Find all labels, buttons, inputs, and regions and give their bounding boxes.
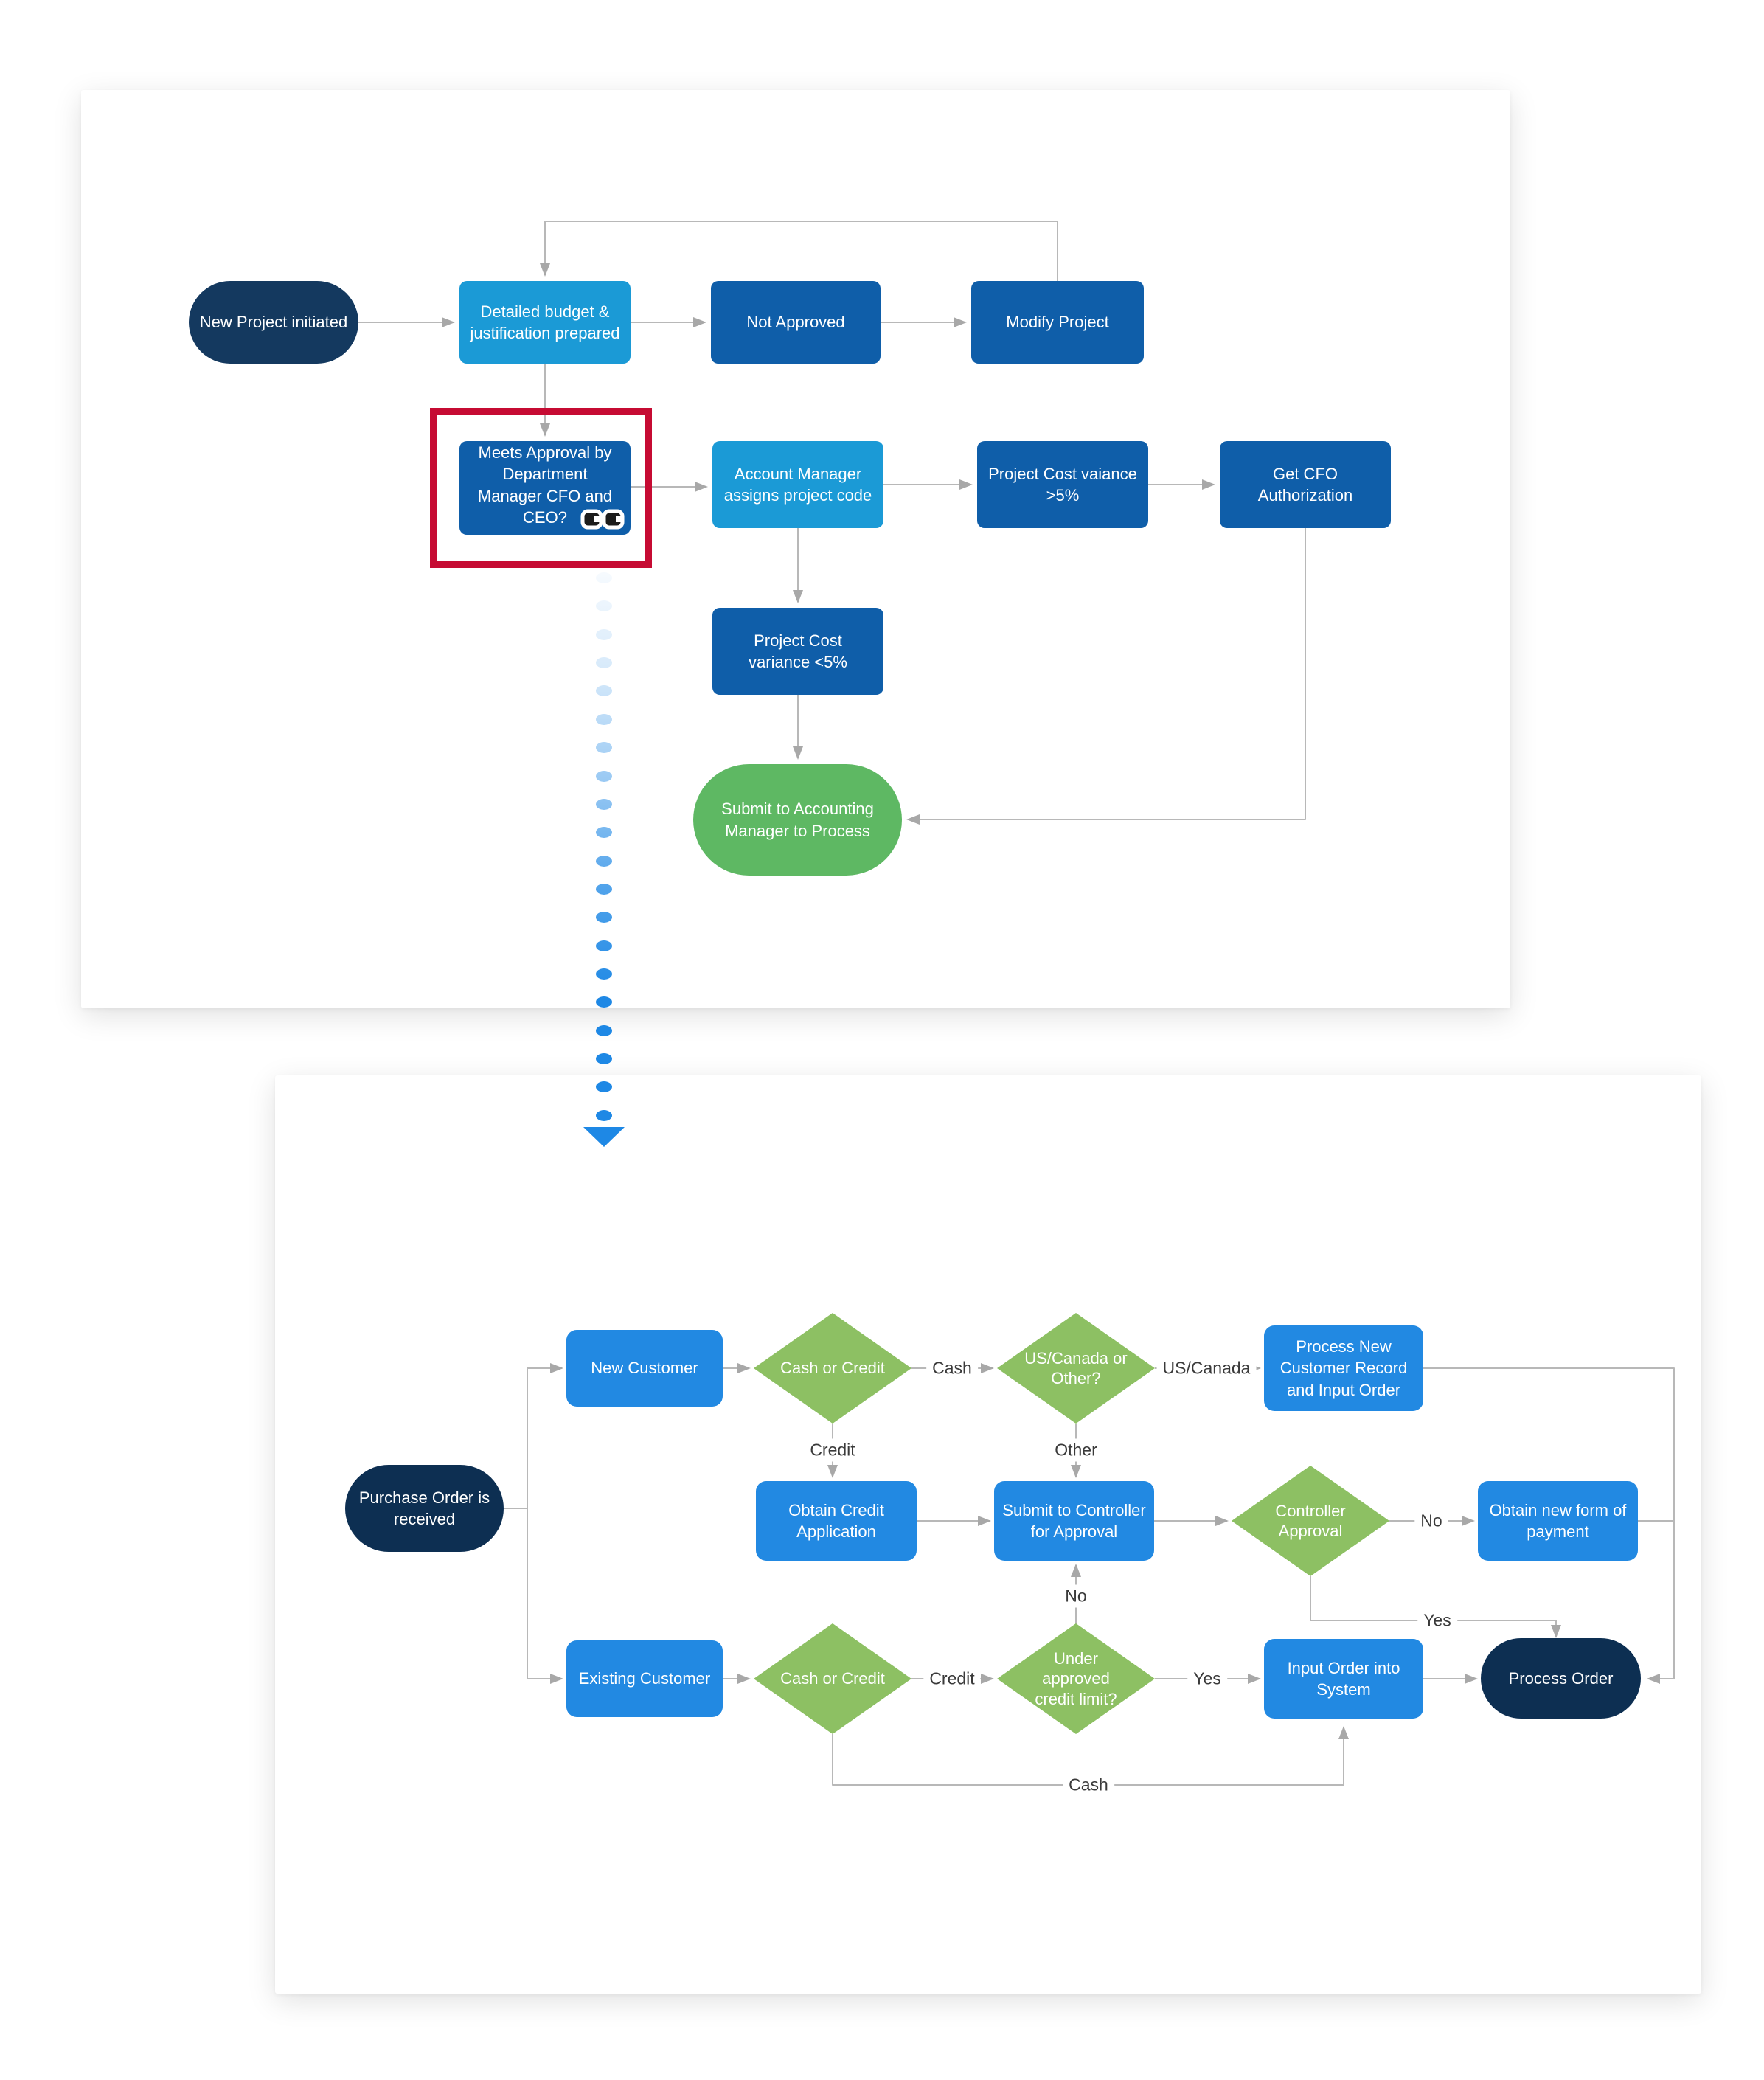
node-label: Input Order into System — [1287, 1658, 1400, 1699]
node-label: New Customer — [591, 1359, 698, 1378]
node-input-order-system: Input Order into System — [1264, 1639, 1423, 1719]
edge-cfo-submit — [906, 528, 1306, 825]
node-label: Under approved credit limit? — [1035, 1649, 1117, 1708]
link-icon — [580, 509, 625, 530]
node-variance-lt5: Project Cost variance <5% — [712, 608, 883, 695]
edge-label-cash-loop: Cash — [1063, 1773, 1114, 1797]
edge-purchase-existing — [527, 1508, 563, 1684]
edge-label-credit-top: Credit — [804, 1438, 861, 1462]
node-new-project-initiated: New Project initiated — [189, 281, 358, 364]
edge-label-no-under: No — [1059, 1584, 1093, 1608]
node-obtain-credit-application: Obtain Credit Application — [756, 1481, 917, 1561]
node-existing-customer: Existing Customer — [566, 1640, 723, 1717]
node-label: Purchase Order is received — [358, 1488, 490, 1528]
node-label: New Project initiated — [199, 313, 348, 332]
order-processing-panel: Purchase Order is received New Customer … — [275, 1075, 1701, 1994]
node-label: Detailed budget & justification prepared — [470, 302, 620, 342]
project-approval-panel: New Project initiated Detailed budget & … — [81, 90, 1510, 1008]
node-label: Not Approved — [746, 313, 845, 332]
node-detailed-budget: Detailed budget & justification prepared — [459, 281, 631, 364]
node-label: Cash or Credit — [780, 1359, 885, 1378]
node-submit-to-controller: Submit to Controller for Approval — [994, 1481, 1154, 1561]
node-modify-project: Modify Project — [971, 281, 1144, 364]
node-new-customer: New Customer — [566, 1330, 723, 1407]
dotted-line-fade — [589, 572, 619, 1121]
node-label: Project Cost variance <5% — [749, 631, 847, 671]
node-label: US/Canada or Other? — [1024, 1348, 1128, 1388]
node-label: Controller Approval — [1275, 1501, 1346, 1541]
highlight-red-border — [430, 408, 652, 568]
node-label: Modify Project — [1006, 313, 1109, 332]
edge-label-yes-under: Yes — [1187, 1667, 1227, 1691]
node-process-new-customer-record: Process New Customer Record and Input Or… — [1264, 1325, 1423, 1411]
node-label: Get CFO Authorization — [1257, 464, 1353, 505]
node-submit-accounting: Submit to Accounting Manager to Process — [693, 764, 902, 876]
node-label: Submit to Controller for Approval — [1002, 1500, 1146, 1541]
node-purchase-order-received: Purchase Order is received — [345, 1465, 504, 1552]
node-label: Project Cost vaiance >5% — [988, 464, 1137, 505]
node-label: Cash or Credit — [780, 1669, 885, 1688]
edge-label-yes-controller: Yes — [1417, 1609, 1457, 1632]
edge-processnew-processorder — [1423, 1367, 1675, 1684]
drilldown-arrowhead-icon — [583, 1127, 625, 1147]
edge-purchase-newcustomer — [504, 1363, 563, 1509]
node-label: Obtain new form of payment — [1489, 1500, 1627, 1541]
node-not-approved: Not Approved — [711, 281, 881, 364]
node-label: Meets Approval by Department Manager CFO… — [477, 443, 613, 527]
edge-modify-loop-budget — [540, 221, 1058, 281]
edge-label-us-canada: US/Canada — [1156, 1356, 1257, 1380]
edge-label-no-controller: No — [1414, 1509, 1448, 1533]
node-label: Existing Customer — [578, 1669, 711, 1688]
node-label: Process Order — [1508, 1668, 1614, 1688]
edge-label-cash-top: Cash — [926, 1356, 978, 1380]
node-variance-gt5: Project Cost vaiance >5% — [977, 441, 1148, 528]
node-process-order: Process Order — [1481, 1638, 1641, 1719]
node-label: Obtain Credit Application — [788, 1500, 884, 1541]
node-label: Submit to Accounting Manager to Process — [721, 800, 874, 840]
edge-label-other: Other — [1049, 1438, 1103, 1462]
node-label: Account Manager assigns project code — [723, 464, 872, 505]
node-get-cfo-authorization: Get CFO Authorization — [1220, 441, 1391, 528]
node-meets-approval[interactable]: Meets Approval by Department Manager CFO… — [459, 441, 631, 535]
drilldown-dotted-connector — [589, 572, 619, 1121]
panel1-connectors — [358, 221, 1306, 825]
node-obtain-new-payment: Obtain new form of payment — [1478, 1481, 1638, 1561]
node-label: Process New Customer Record and Input Or… — [1279, 1337, 1408, 1399]
edge-label-credit-bottom: Credit — [923, 1667, 981, 1691]
node-account-manager: Account Manager assigns project code — [712, 441, 883, 528]
